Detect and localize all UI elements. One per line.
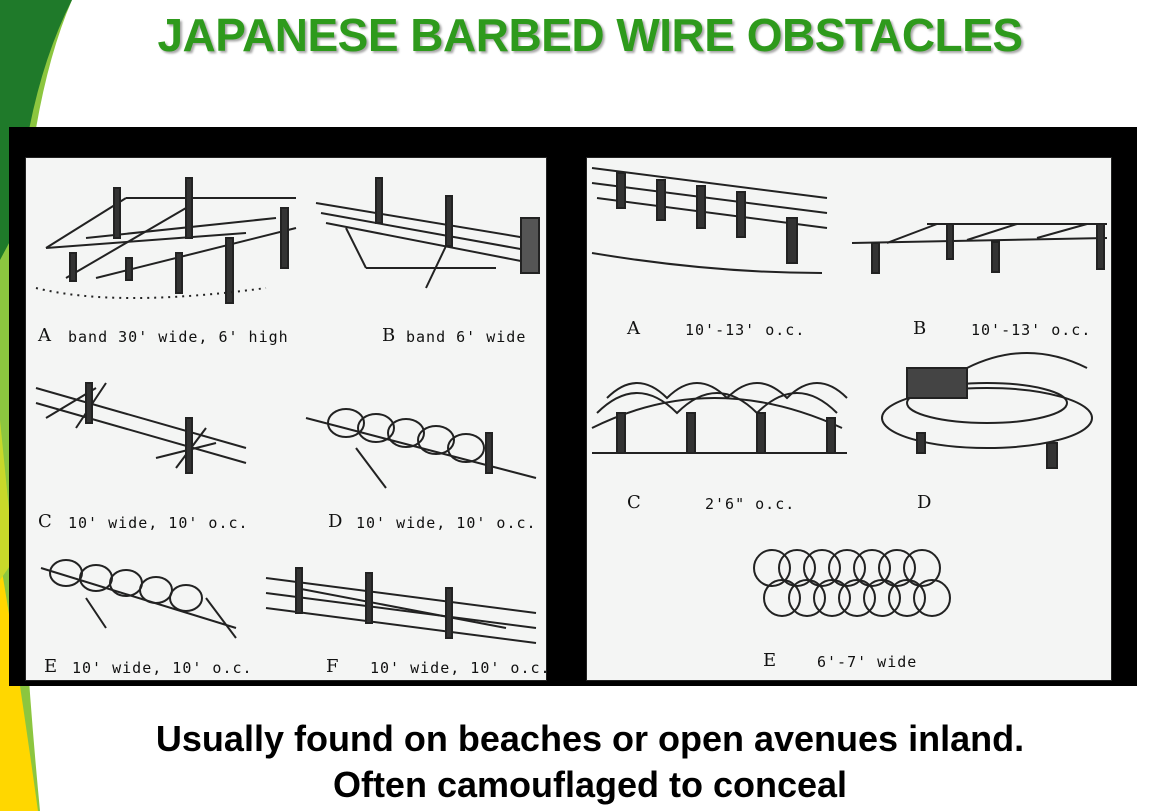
- sketch-c-right: [591, 382, 848, 454]
- right-panel-sketches: [591, 167, 1108, 617]
- left-fig-b-letter: B: [382, 325, 396, 346]
- left-fig-e-letter: E: [44, 656, 58, 677]
- left-fig-f-letter: F: [326, 656, 339, 677]
- image-frame: A band 30' wide, 6' high B band 6' wide …: [9, 127, 1137, 686]
- sketch-c-left: [35, 382, 247, 474]
- slide-title: JAPANESE BARBED WIRE OBSTACLES: [157, 9, 1023, 61]
- right-fig-a-label: 10'-13' o.c.: [685, 321, 806, 339]
- sketch-b-right: [851, 223, 1108, 274]
- right-fig-b-label: 10'-13' o.c.: [971, 321, 1092, 339]
- right-fig-d-letter: D: [917, 492, 932, 513]
- right-fig-a-letter: A: [627, 318, 640, 339]
- left-fig-d-letter: D: [328, 511, 343, 532]
- left-fig-b-label: band 6' wide: [406, 328, 527, 346]
- right-fig-e-letter: E: [763, 650, 777, 671]
- slide-caption: Usually found on beaches or open avenues…: [0, 716, 1149, 808]
- sketch-e-right: [753, 549, 951, 617]
- left-fig-c-label: 10' wide, 10' o.c.: [68, 514, 249, 532]
- sketch-e-left: [40, 559, 237, 639]
- left-panel-sketches: [35, 177, 540, 644]
- left-fig-d-label: 10' wide, 10' o.c.: [356, 514, 537, 532]
- right-fig-e-label: 6'-7' wide: [817, 653, 918, 671]
- caption-line-2: Often camouflaged to conceal: [332, 764, 848, 805]
- left-fig-f-label: 10' wide, 10' o.c.: [370, 659, 547, 677]
- right-fig-c-label: 2'6" o.c.: [705, 495, 796, 513]
- right-diagram-panel: A 10'-13' o.c. B 10'-13' o.c. C 2'6" o.c…: [586, 157, 1112, 681]
- sketch-a-left: [35, 177, 297, 304]
- sketch-d-right: [881, 352, 1093, 469]
- left-fig-a-label: band 30' wide, 6' high: [68, 328, 289, 346]
- right-fig-c-letter: C: [627, 492, 641, 513]
- left-diagram-panel: A band 30' wide, 6' high B band 6' wide …: [25, 157, 547, 681]
- right-fig-b-letter: B: [913, 318, 927, 339]
- left-fig-a-letter: A: [38, 325, 51, 346]
- sketch-a-right: [591, 167, 828, 274]
- sketch-b-left: [315, 177, 540, 289]
- left-fig-c-letter: C: [38, 511, 52, 532]
- caption-line-1: Usually found on beaches or open avenues…: [155, 718, 1025, 759]
- sketch-f-left: [265, 567, 537, 644]
- sketch-d-left: [305, 408, 537, 489]
- left-fig-e-label: 10' wide, 10' o.c.: [72, 659, 253, 677]
